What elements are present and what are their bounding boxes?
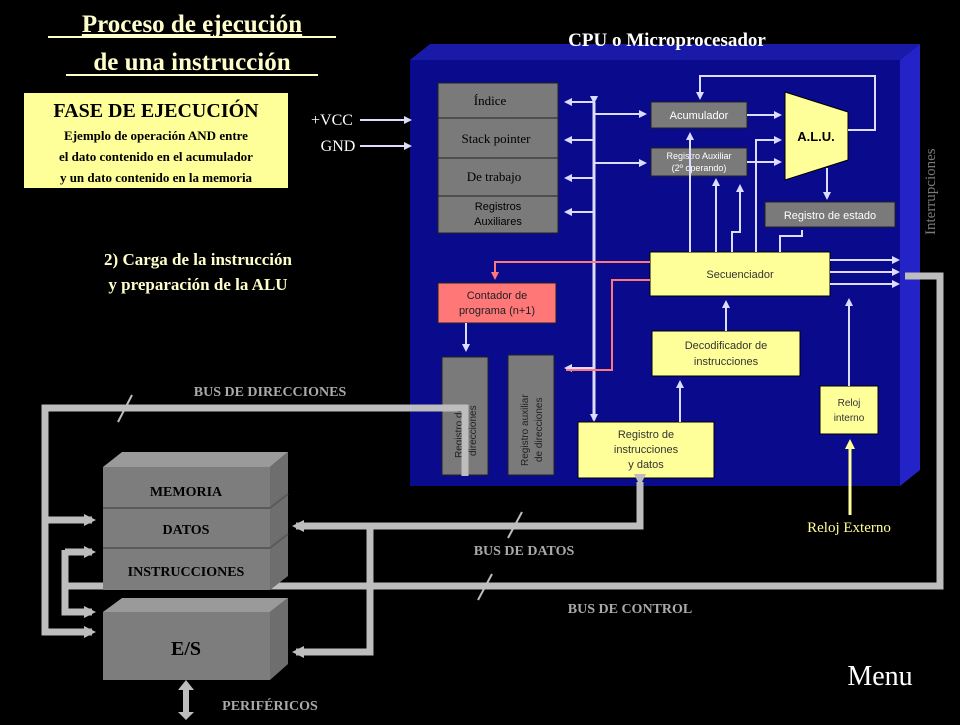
title-line2: de una instrucción	[93, 49, 290, 76]
reg-instr-line2: instrucciones	[614, 444, 679, 456]
contador-box	[437, 282, 557, 324]
memoria-block: MEMORIA DATOS INSTRUCCIONES	[103, 452, 289, 590]
secuenciador-box	[649, 251, 831, 297]
phase-box: FASE DE EJECUCIÓN Ejemplo de operación A…	[24, 93, 288, 188]
reg-de-trabajo: De trabajo	[467, 169, 522, 184]
reg-aux-dir-box	[507, 354, 555, 476]
contador-line1: Contador de	[467, 290, 528, 302]
seq-to-contador	[491, 261, 650, 280]
reloj-interno-line1: Reloj	[838, 398, 861, 409]
secuenciador-label: Secuenciador	[706, 269, 774, 281]
reg-indice: Índice	[474, 93, 507, 108]
es-block: E/S	[103, 598, 288, 680]
reg-stack-pointer: Stack pointer	[462, 131, 532, 146]
alu-shape	[784, 91, 849, 181]
reg-aux-line1: Registro Auxiliar	[666, 151, 731, 161]
ctrl-estado-link	[779, 230, 803, 252]
bus-datos-label: BUS DE DATOS	[474, 544, 575, 559]
phase-heading: FASE DE EJECUCIÓN	[53, 98, 259, 122]
reg-aux-line2: Auxiliares	[474, 216, 522, 228]
reg-instr-line1: Registro de	[618, 429, 674, 441]
decodificador-box	[651, 330, 801, 377]
reloj-interno-box	[819, 385, 879, 435]
alu-to-acumulador	[696, 75, 876, 131]
interrupciones-label: Interrupciones	[923, 148, 939, 235]
acumulador-box	[650, 101, 748, 129]
slide-title: Proceso de ejecución de una instrucción	[48, 11, 336, 76]
menu-link[interactable]: Menu	[847, 661, 912, 692]
perifericos-arrow-down	[178, 712, 194, 720]
phase-line2: el dato contenido en el acumulador	[59, 149, 253, 164]
memoria-datos: DATOS	[163, 523, 210, 538]
acumulador-label: Acumulador	[670, 110, 729, 122]
alu-label: A.L.U.	[797, 129, 835, 144]
reloj-interno-line2: interno	[834, 413, 865, 424]
bus-control-line	[61, 272, 944, 618]
decodificador-line1: Decodificador de	[685, 340, 768, 352]
bus-control-label: BUS DE CONTROL	[568, 602, 692, 617]
reg-direcciones-line2: direcciones	[468, 405, 479, 456]
ctrl-to-alu	[755, 136, 782, 252]
gnd-label: GND	[321, 138, 356, 155]
reg-aux-line2: (2º operando)	[672, 163, 727, 173]
reg-aux-dir-line1: Registro auxiliar	[520, 394, 531, 466]
bus-direcciones-label: BUS DE DIRECCIONES	[194, 385, 347, 400]
perifericos-arrow-up	[178, 680, 194, 690]
es-label: E/S	[171, 638, 201, 660]
bus-datos-to-es	[292, 526, 374, 658]
bus-control-slash	[477, 573, 493, 601]
reg-estado-box	[764, 201, 896, 228]
reg-direcciones-line1: Registro de	[454, 406, 465, 458]
memoria-title: MEMORIA	[150, 485, 223, 500]
bus-datos-line	[292, 474, 646, 532]
perifericos-label: PERIFÉRICOS	[222, 697, 318, 714]
step-line2: y preparación de la ALU	[108, 275, 287, 294]
ctrl-from-estado	[731, 184, 744, 252]
contador-line2: programa (n+1)	[459, 305, 535, 317]
vcc-label: +VCC	[311, 112, 353, 129]
step-line1: 2) Carga de la instrucción	[104, 250, 292, 269]
bus-direcciones-line	[41, 404, 469, 638]
title-line1: Proceso de ejecución	[82, 11, 302, 38]
decodificador-line2: instrucciones	[694, 356, 759, 368]
reg-estado-label: Registro de estado	[784, 210, 876, 222]
register-stack: Índice Stack pointer De trabajo Registro…	[437, 82, 559, 234]
phase-line3: y un dato contenido en la memoria	[60, 170, 253, 185]
reloj-externo-label: Reloj Externo	[807, 520, 891, 536]
reg-aux-line1: Registros	[475, 201, 522, 213]
memoria-instrucciones: INSTRUCCIONES	[128, 565, 245, 580]
cpu-title: CPU o Microprocesador	[568, 30, 766, 51]
bus-datos-slash	[507, 511, 523, 539]
bus-direcciones-slash	[117, 394, 133, 423]
reg-aux-dir-line2: de direcciones	[534, 398, 545, 462]
reg-instr-box	[577, 421, 715, 479]
phase-line1: Ejemplo de operación AND entre	[64, 128, 248, 143]
reg-instr-line3: y datos	[628, 459, 664, 471]
seq-to-regauxdir	[566, 279, 650, 371]
